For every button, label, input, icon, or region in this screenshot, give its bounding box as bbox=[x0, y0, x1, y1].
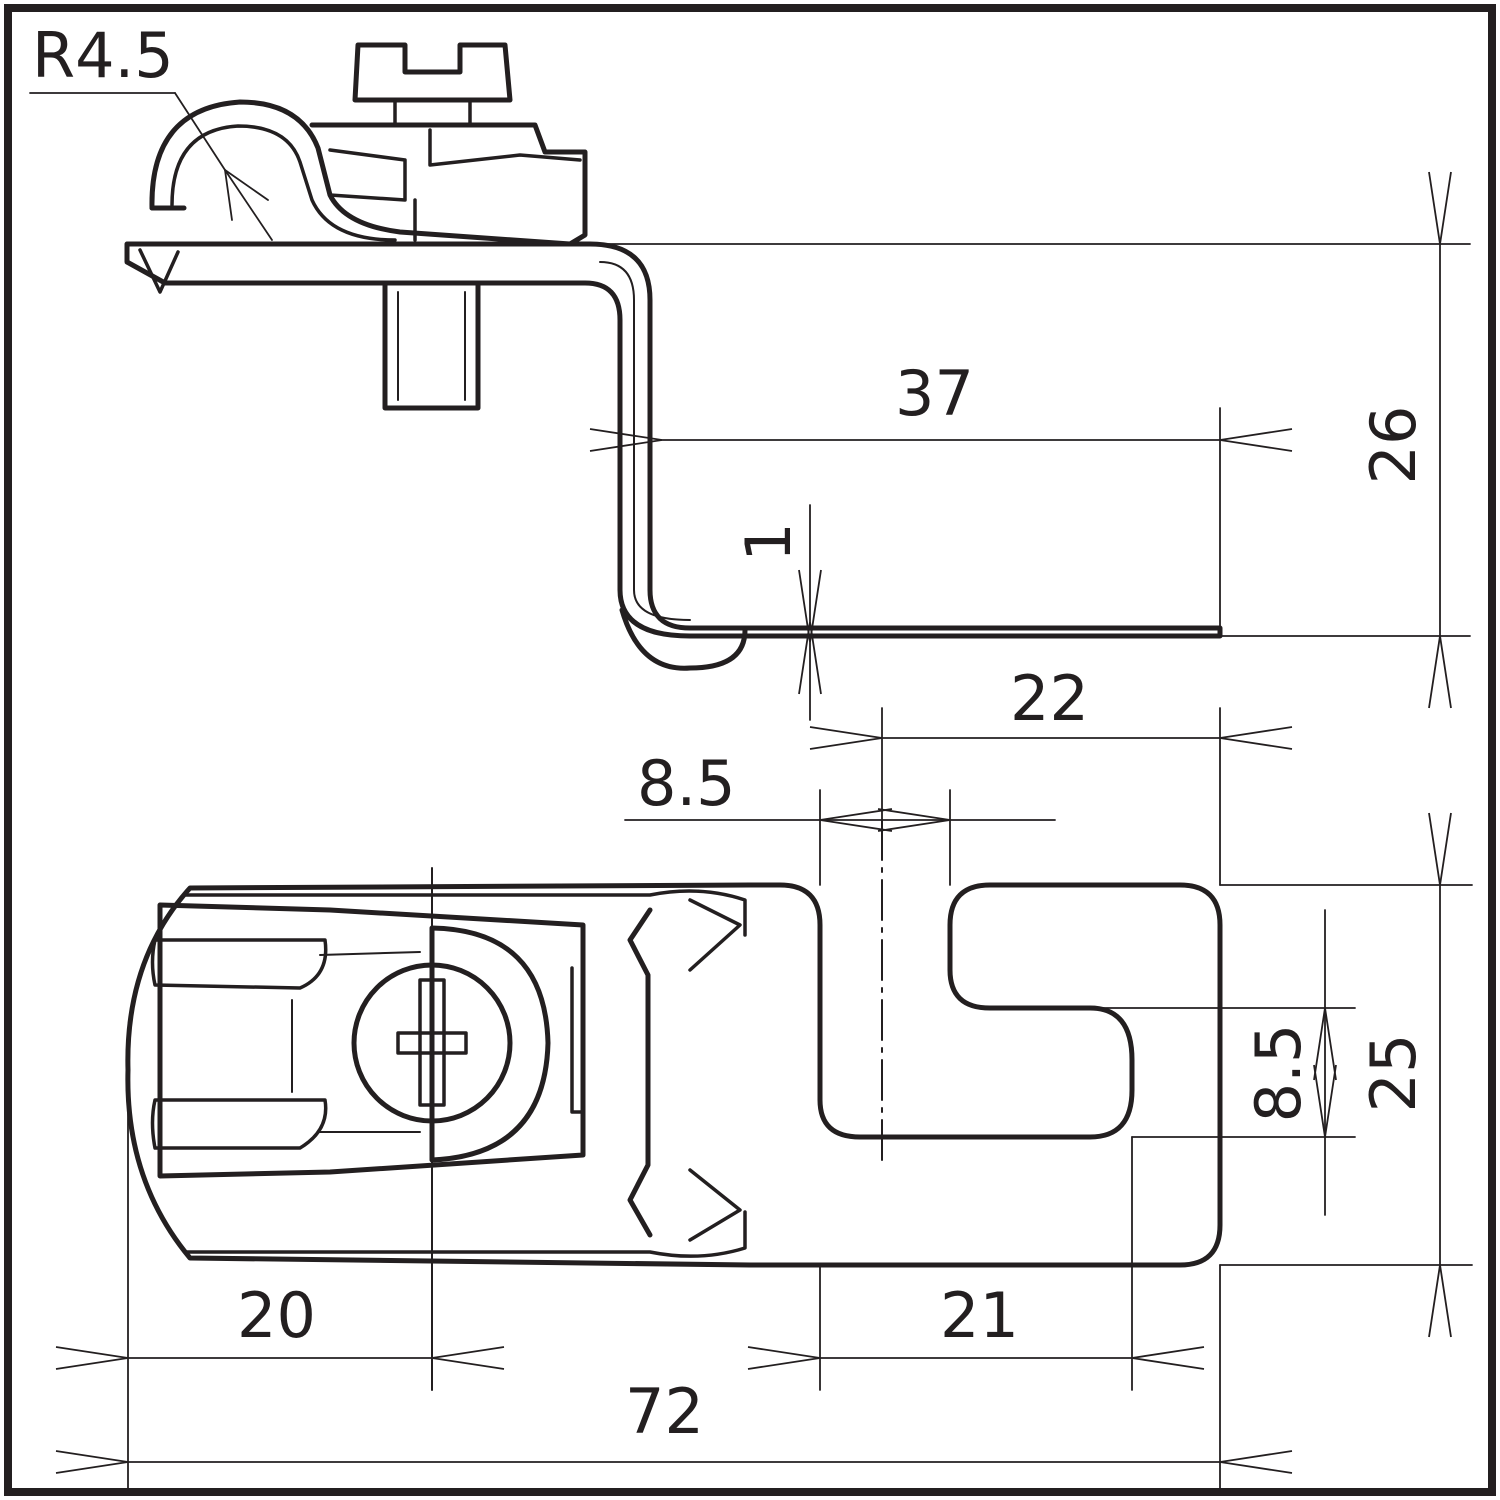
dim-22-label: 22 bbox=[1010, 662, 1089, 735]
dim-26-label: 26 bbox=[1357, 406, 1430, 485]
dim-radius-label: R4.5 bbox=[32, 19, 174, 92]
dim-25-label: 25 bbox=[1357, 1034, 1430, 1113]
dim-8-5-horizontal-label: 8.5 bbox=[637, 747, 736, 820]
dim-thickness-label: 1 bbox=[732, 522, 805, 561]
side-view bbox=[29, 42, 1223, 671]
top-view-dimensions bbox=[128, 707, 1473, 1491]
dim-8-5-vertical-label: 8.5 bbox=[1242, 1024, 1315, 1123]
dim-72-label: 72 bbox=[625, 1375, 704, 1448]
frame-border bbox=[4, 4, 1496, 1496]
dim-21-label: 21 bbox=[940, 1279, 1019, 1352]
side-view-dimensions bbox=[589, 244, 1471, 721]
dim-37-label: 37 bbox=[895, 357, 974, 430]
dim-20-label: 20 bbox=[237, 1279, 316, 1352]
